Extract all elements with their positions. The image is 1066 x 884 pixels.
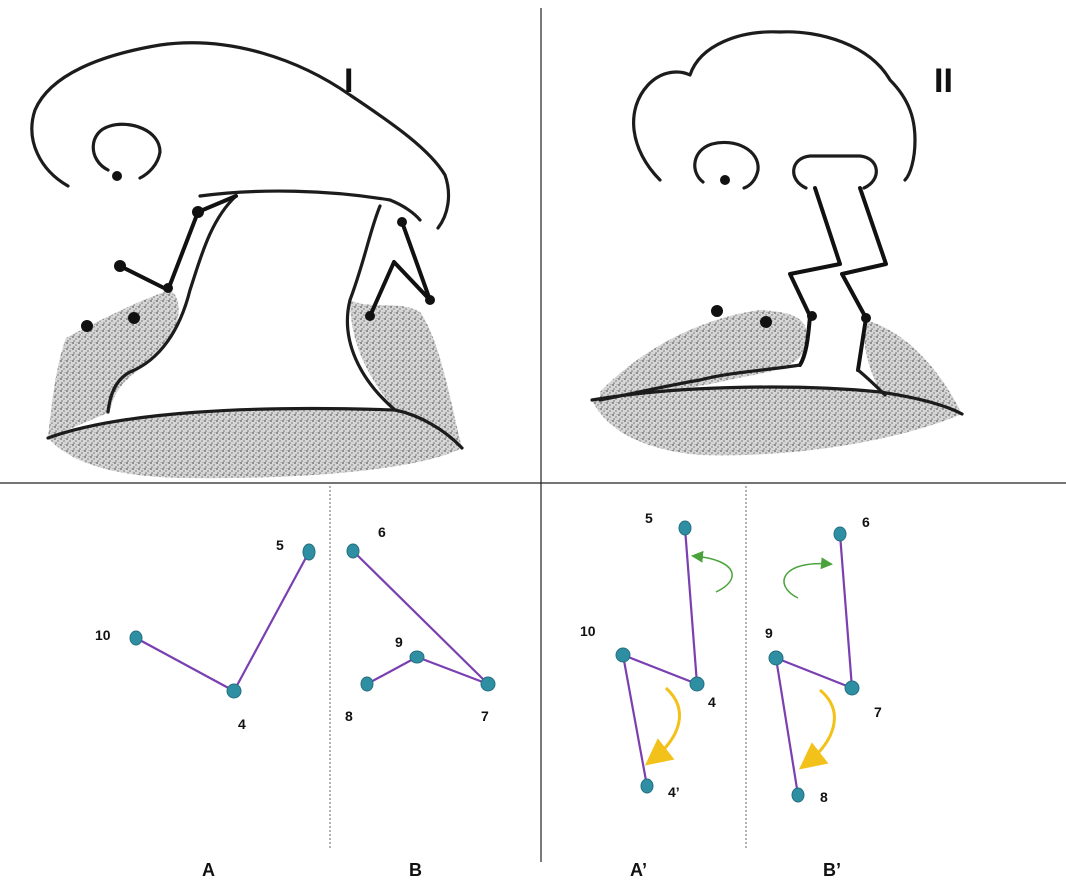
label-10: 10 bbox=[580, 623, 596, 639]
link-4-10 bbox=[622, 653, 698, 686]
panel-II-joint bbox=[711, 305, 723, 317]
diagram-B-label: B bbox=[409, 860, 422, 880]
linkage-diagram-A-prime: 5 4 10 4’ A’ bbox=[580, 510, 733, 880]
node-8 bbox=[360, 676, 374, 692]
link-5-4 bbox=[683, 527, 699, 685]
rotation-arrow-small bbox=[783, 557, 833, 599]
panel-II-joint bbox=[807, 311, 817, 321]
node-4 bbox=[689, 676, 705, 692]
link-10-4prime bbox=[621, 654, 649, 787]
panel-II-orbit bbox=[693, 140, 760, 190]
node-10 bbox=[615, 647, 631, 663]
link-4-5 bbox=[233, 551, 310, 692]
diagram-A-label: A bbox=[202, 860, 215, 880]
label-9: 9 bbox=[395, 634, 403, 650]
panel-I-lower-jaw-line bbox=[46, 406, 464, 450]
link-9-8 bbox=[366, 656, 418, 685]
label-4: 4 bbox=[708, 694, 716, 710]
panel-I-right-tissue bbox=[350, 300, 462, 448]
linkage-diagram-B: 6 7 9 8 B bbox=[345, 524, 496, 880]
node-5 bbox=[678, 520, 692, 536]
label-7: 7 bbox=[874, 704, 882, 720]
node-10 bbox=[129, 630, 143, 646]
link-6-7 bbox=[838, 533, 854, 689]
rotation-arrow-large bbox=[644, 686, 681, 766]
panel-I-mouth-left bbox=[106, 194, 238, 414]
link-7-9 bbox=[775, 656, 853, 690]
panel-I-joint bbox=[81, 320, 93, 332]
node-9 bbox=[768, 650, 784, 666]
panel-I-joint bbox=[192, 206, 204, 218]
label-8: 8 bbox=[345, 708, 353, 724]
node-4 bbox=[226, 683, 242, 699]
label-6: 6 bbox=[378, 524, 386, 540]
panel-I-head: I bbox=[30, 41, 464, 479]
panel-II-right-tissue bbox=[864, 320, 962, 414]
rotation-arrow-small bbox=[691, 550, 733, 593]
label-4: 4 bbox=[238, 716, 246, 732]
panel-I-joint bbox=[365, 311, 375, 321]
label-5: 5 bbox=[645, 510, 653, 526]
link-10-4 bbox=[135, 637, 235, 692]
linkage-diagram-B-prime: 6 7 9 8 B’ bbox=[765, 514, 882, 880]
rotation-arrow-large bbox=[798, 688, 836, 770]
node-8 bbox=[791, 787, 805, 803]
panel-I-lower-jaw-tissue bbox=[48, 408, 462, 479]
diagram-B-prime-label: B’ bbox=[823, 860, 841, 880]
label-9: 9 bbox=[765, 625, 773, 641]
panel-I-joint bbox=[114, 260, 126, 272]
panel-I-joint bbox=[425, 295, 435, 305]
panel-II-skull-outline bbox=[632, 30, 917, 182]
panel-I-orbit-dot bbox=[112, 171, 122, 181]
node-6 bbox=[833, 526, 847, 542]
label-10: 10 bbox=[95, 627, 111, 643]
panel-II-label: II bbox=[934, 62, 953, 100]
node-7 bbox=[480, 676, 496, 692]
link-7-9 bbox=[416, 655, 489, 686]
node-7 bbox=[844, 680, 860, 696]
panel-II-left-tissue bbox=[600, 310, 807, 400]
panel-I-skull-outline bbox=[30, 41, 451, 230]
panel-I-joint bbox=[128, 312, 140, 324]
panel-I-linkage-A bbox=[118, 194, 238, 292]
panel-II-joint bbox=[760, 316, 772, 328]
panel-II-head: II bbox=[590, 30, 964, 456]
node-6 bbox=[346, 543, 360, 559]
label-7: 7 bbox=[481, 708, 489, 724]
panel-I-label: I bbox=[344, 62, 353, 100]
link-9-8 bbox=[774, 657, 800, 796]
label-8: 8 bbox=[820, 789, 828, 805]
panel-II-lower-jaw-line bbox=[590, 385, 964, 416]
panel-I-joint bbox=[163, 283, 173, 293]
label-6: 6 bbox=[862, 514, 870, 530]
linkage-diagram-A: 5 4 10 A bbox=[95, 537, 316, 880]
panel-I-joint bbox=[397, 217, 407, 227]
node-4prime bbox=[640, 778, 654, 794]
panel-I-left-tissue bbox=[48, 290, 179, 438]
panel-II-lower-jaw-tissue bbox=[592, 387, 962, 456]
panel-I-orbit bbox=[91, 122, 162, 180]
panel-II-orbit-dot bbox=[720, 175, 730, 185]
node-5 bbox=[302, 543, 316, 561]
panel-I-mouth-right bbox=[345, 204, 397, 412]
link-6-7 bbox=[352, 550, 489, 685]
label-5: 5 bbox=[276, 537, 284, 553]
panel-II-linkage-right bbox=[840, 186, 888, 372]
label-4prime: 4’ bbox=[668, 784, 680, 800]
panel-I-linkage-B bbox=[368, 220, 432, 318]
panel-I-upper-jaw bbox=[198, 189, 422, 222]
panel-II-linkage-left bbox=[788, 186, 842, 367]
panel-II-joint bbox=[861, 313, 871, 323]
diagram-A-prime-label: A’ bbox=[630, 860, 647, 880]
panel-II-jaw-process bbox=[792, 154, 878, 190]
node-9 bbox=[409, 650, 425, 664]
